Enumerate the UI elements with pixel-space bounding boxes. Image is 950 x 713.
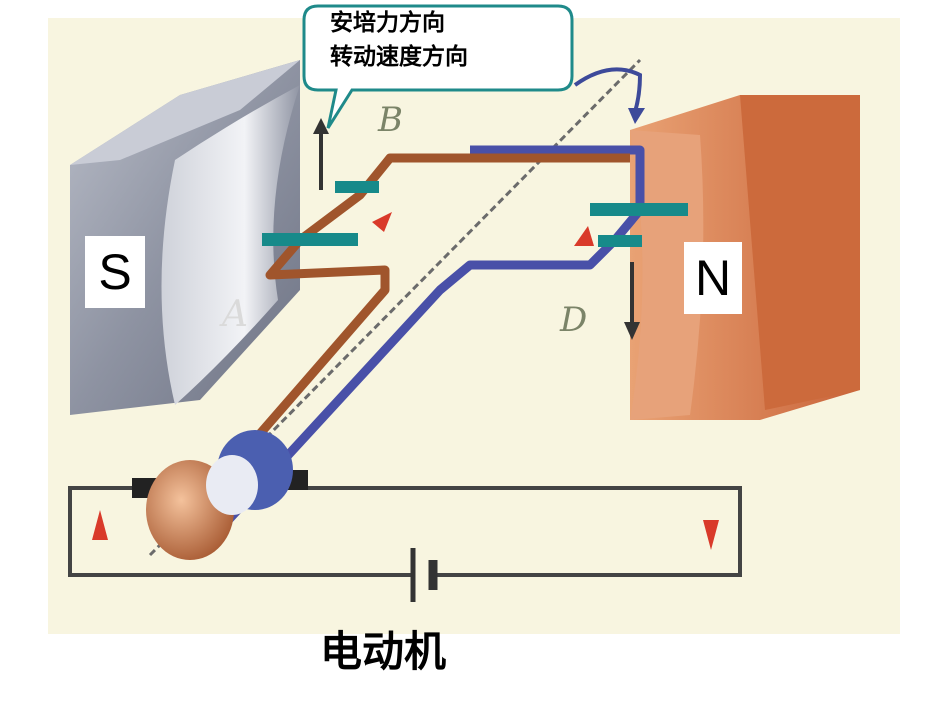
north-pole-label: N <box>684 242 742 314</box>
south-magnet <box>70 60 300 415</box>
commutator <box>132 430 308 560</box>
force-arrowhead-up <box>313 118 329 134</box>
external-circuit <box>68 486 742 577</box>
force-marker-d <box>598 235 642 247</box>
south-pole-label: S <box>85 236 145 308</box>
force-marker-b <box>335 181 379 193</box>
current-arrow-cd <box>574 226 594 246</box>
rotation-arrow <box>573 67 643 113</box>
callout-bubble <box>302 4 574 129</box>
battery <box>410 548 438 602</box>
rotation-arrowhead <box>628 108 645 124</box>
diagram-caption: 电动机 <box>320 627 447 676</box>
callout-line-force: 安培力方向 <box>330 10 445 36</box>
circuit-current-arrow-right <box>703 520 719 550</box>
callout-text: 安培力方向 转动速度方向 <box>330 6 560 74</box>
circuit-current-arrow-left <box>92 510 108 540</box>
force-arrowhead-down <box>624 322 640 340</box>
point-d-label: D <box>560 300 588 340</box>
force-marker-a <box>262 233 358 246</box>
north-magnet <box>630 95 860 420</box>
point-a-label: A <box>222 294 248 335</box>
callout-line-velocity: 转动速度方向 <box>330 44 468 70</box>
current-arrow-ab <box>372 212 392 232</box>
force-marker-c <box>590 203 688 216</box>
coil-front-wire <box>181 153 630 523</box>
point-b-label: B <box>378 100 403 140</box>
